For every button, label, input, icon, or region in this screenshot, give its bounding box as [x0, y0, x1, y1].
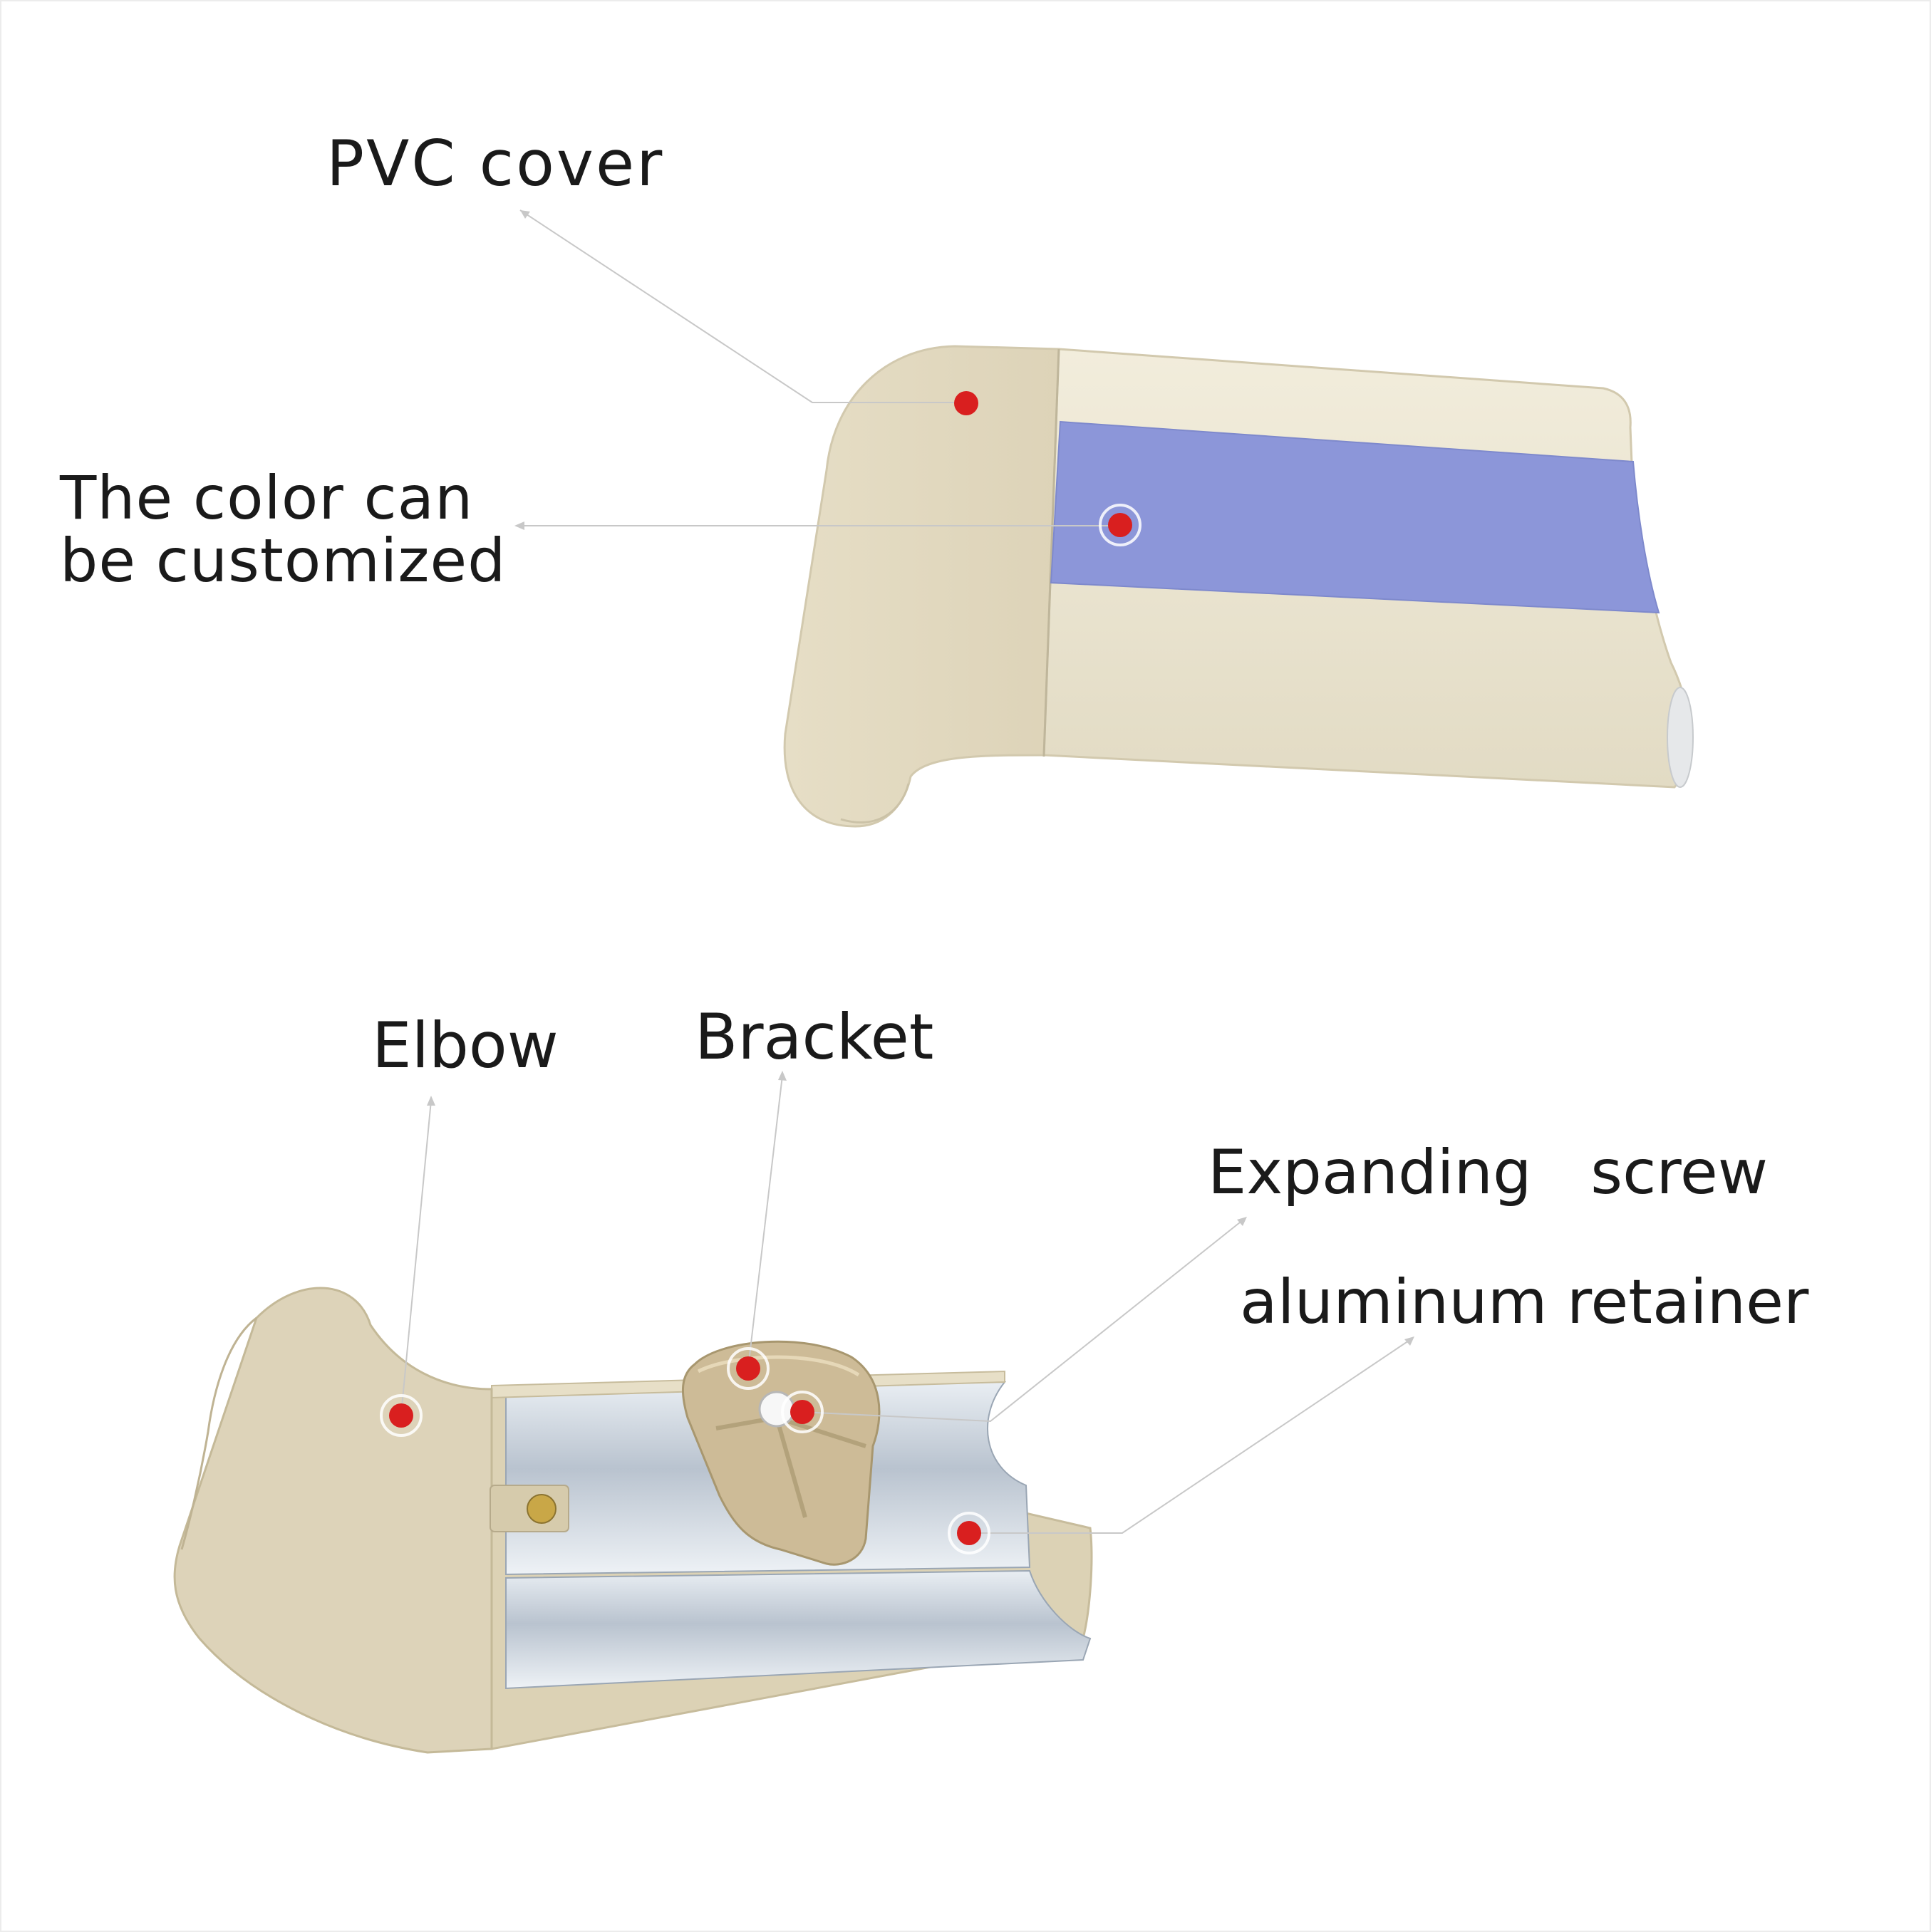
label-aluminum-retainer: aluminum retainer	[1240, 1267, 1809, 1338]
label-pvc-cover: PVC cover	[326, 127, 665, 200]
arrow-bracket	[778, 1071, 787, 1081]
leader-aluminum-retainer	[969, 1339, 1412, 1534]
marker-expanding-screw	[781, 1391, 824, 1433]
top-end-cap	[1667, 687, 1694, 788]
arrow-expanding-screw	[1237, 1217, 1247, 1226]
marker-color-custom	[1099, 504, 1141, 546]
marker-bracket	[727, 1347, 770, 1390]
bottom-elbow-face	[180, 1316, 257, 1550]
label-color-customized: The color can be customized	[60, 463, 507, 596]
callout-markers	[380, 391, 1141, 1554]
leader-elbow	[400, 1100, 432, 1415]
marker-pvc-cover	[954, 391, 978, 415]
aluminum-rail-lower	[505, 1569, 1092, 1690]
leader-bracket	[747, 1075, 783, 1368]
bottom-elbow	[173, 1287, 493, 1754]
arrow-aluminum-retainer	[1404, 1336, 1414, 1346]
leader-arrowheads	[427, 210, 1414, 1346]
arrow-pvc-cover	[520, 210, 530, 219]
arrow-elbow	[427, 1096, 435, 1106]
marker-aluminum-retainer	[948, 1512, 990, 1554]
top-elbow-cap	[783, 345, 1060, 828]
top-elbow-shadow	[840, 783, 910, 824]
arrow-color-custom	[514, 521, 524, 530]
leader-pvc-cover	[519, 209, 966, 403]
top-seam	[1042, 348, 1060, 757]
blue-color-strip	[1050, 420, 1660, 614]
label-elbow: Elbow	[372, 1009, 559, 1082]
leader-expanding-screw	[802, 1219, 1244, 1423]
leader-lines	[400, 209, 1412, 1534]
disassembled-handrail	[173, 1287, 1093, 1754]
bracket-rim	[697, 1355, 860, 1377]
wall-bracket	[681, 1340, 881, 1566]
connector-screw	[527, 1494, 556, 1524]
assembled-handrail	[783, 345, 1694, 828]
marker-elbow	[380, 1394, 423, 1437]
label-expanding-screw: Expanding screw	[1208, 1137, 1769, 1208]
label-bracket: Bracket	[695, 1000, 934, 1074]
